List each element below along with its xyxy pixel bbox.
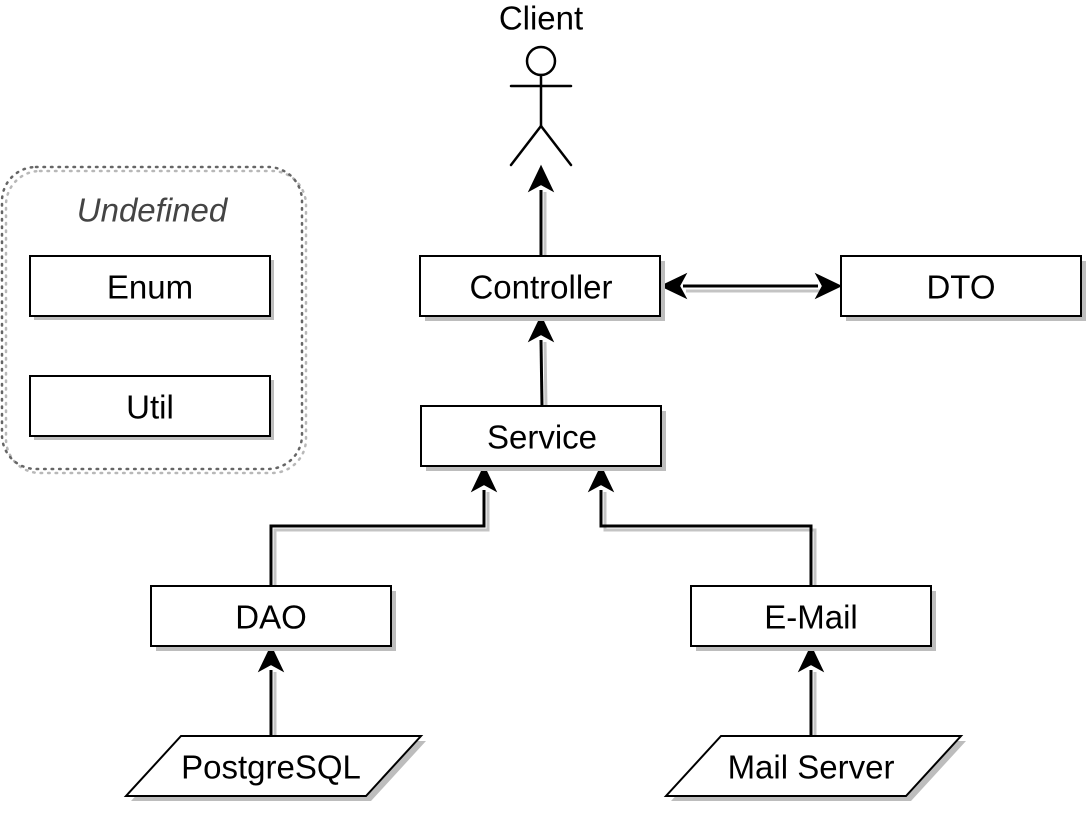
edge-controller-dto <box>659 272 843 300</box>
service-box[interactable]: Service <box>420 405 666 471</box>
client-actor[interactable]: Client <box>499 0 583 167</box>
dto-label: DTO <box>926 269 995 306</box>
arrow-head <box>587 464 615 493</box>
arrow-head <box>257 644 285 673</box>
enum-box[interactable]: Enum <box>29 255 274 320</box>
mail-server-label: Mail Server <box>728 749 895 786</box>
util-label: Util <box>126 389 174 426</box>
arrow-head <box>527 314 555 343</box>
dao-box[interactable]: DAO <box>150 585 396 651</box>
postgresql-source[interactable]: PostgreSQL <box>123 735 426 801</box>
service-label: Service <box>487 419 597 456</box>
arrow-head <box>470 464 498 493</box>
dao-label: DAO <box>235 599 307 636</box>
edge-dao-service <box>269 464 498 588</box>
edges <box>257 164 843 738</box>
arrow-head <box>527 164 555 193</box>
email-label: E-Mail <box>764 599 858 636</box>
dto-box[interactable]: DTO <box>840 255 1086 321</box>
client-label: Client <box>499 0 583 37</box>
controller-label: Controller <box>469 269 612 306</box>
edge-service-controller <box>527 314 555 409</box>
edge-postgresql-dao <box>257 644 285 738</box>
stick-figure-icon <box>509 45 573 167</box>
email-box[interactable]: E-Mail <box>690 585 936 651</box>
mail-server-source[interactable]: Mail Server <box>663 735 966 801</box>
group-title: Undefined <box>77 192 229 229</box>
edge-controller-client <box>527 164 555 258</box>
arrow-head <box>797 644 825 673</box>
util-box[interactable]: Util <box>29 375 274 440</box>
edge-email-service <box>587 464 817 588</box>
controller-box[interactable]: Controller <box>419 255 665 321</box>
postgresql-label: PostgreSQL <box>181 749 361 786</box>
enum-label: Enum <box>107 269 193 306</box>
edge-mailserver-email <box>797 644 825 738</box>
arrow-head <box>659 272 688 300</box>
arrow-head <box>814 272 843 300</box>
undefined-group: Undefined Enum Util <box>0 165 308 475</box>
